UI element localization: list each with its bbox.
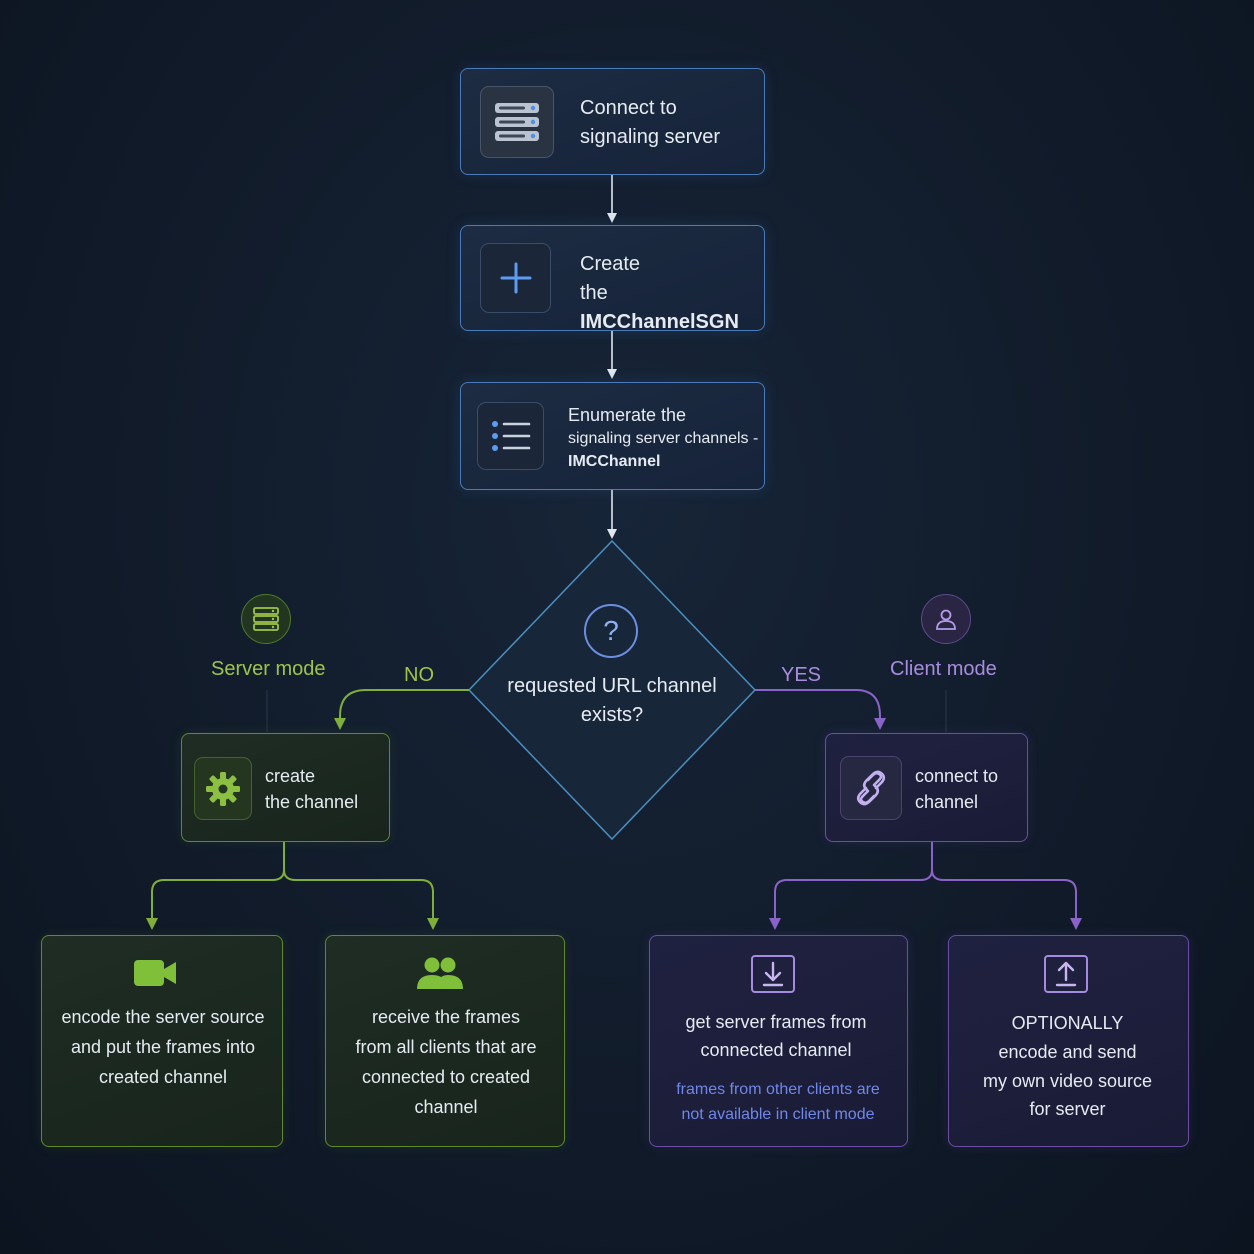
create-channel-text: create the channel <box>265 766 359 813</box>
question-icon: ? <box>584 604 638 658</box>
enumerate-text: Enumerate the signaling server channels … <box>568 405 759 470</box>
connect-node-text: Connect to signaling server <box>580 97 721 148</box>
create-sgn-text: Create the IMCChannelSGN <box>580 253 739 333</box>
decision-text: requested URL channel exists? <box>507 675 717 726</box>
client-mode-label: Client mode <box>890 658 997 680</box>
get-frames-node: get server frames from connected channel… <box>649 935 908 1147</box>
encode-server-text: encode the server source and put the fra… <box>61 1007 265 1087</box>
user-icon <box>921 594 971 644</box>
video-camera-icon <box>133 958 177 993</box>
arrow-to-receive <box>283 842 439 930</box>
receive-frames-text: receive the frames from all clients that… <box>355 1007 537 1117</box>
arrow-to-optional-send <box>931 842 1082 930</box>
gear-icon <box>194 757 252 820</box>
arrow-to-encode <box>146 842 285 930</box>
server-mode-label: Server mode <box>211 658 326 680</box>
receive-frames-node: receive the frames from all clients that… <box>325 935 565 1147</box>
upload-icon <box>1044 955 1088 998</box>
optional-send-text: OPTIONALLY encode and send my own video … <box>982 1013 1153 1120</box>
arrow-no-branch <box>334 689 469 730</box>
get-frames-text: get server frames from connected channel <box>685 1012 867 1060</box>
no-label: NO <box>404 664 434 686</box>
server-icon <box>480 86 554 158</box>
server-mode-icon <box>241 594 291 644</box>
download-icon <box>751 955 795 998</box>
enumerate-node: Enumerate the signaling server channels … <box>460 382 765 490</box>
decision-diamond <box>467 539 757 841</box>
connect-channel-node: connect to channel <box>825 733 1028 842</box>
list-icon <box>477 402 544 470</box>
get-frames-note: frames from other clients are not availa… <box>676 1081 880 1123</box>
link-icon <box>840 756 902 820</box>
arrow-yes-branch <box>755 689 886 730</box>
arrow-to-get-frames <box>769 842 933 930</box>
optional-send-node: OPTIONALLY encode and send my own video … <box>948 935 1189 1147</box>
users-icon <box>417 956 463 995</box>
create-channel-node: create the channel <box>181 733 390 842</box>
create-sgn-node: Create the IMCChannelSGN <box>460 225 765 333</box>
encode-server-node: encode the server source and put the fra… <box>41 935 283 1147</box>
connect-channel-text: connect to channel <box>915 766 999 813</box>
connect-signaling-node: Connect to signaling server <box>460 68 765 175</box>
plus-icon <box>480 243 551 313</box>
yes-label: YES <box>781 664 822 686</box>
